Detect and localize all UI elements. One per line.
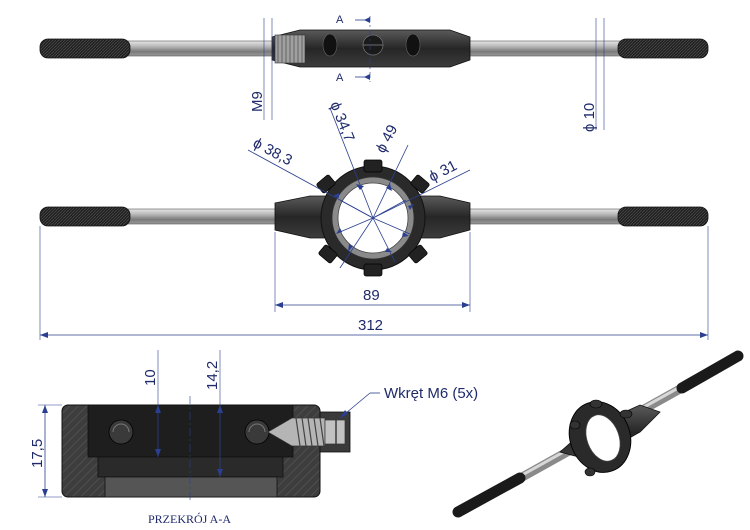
iso-right-grip	[676, 350, 744, 394]
iso-screw-3	[569, 420, 581, 430]
section-caption: PRZEKRÓJ A-A	[148, 512, 231, 526]
dim-overall-length: 312	[358, 317, 383, 334]
front-lug-top	[363, 159, 383, 173]
dim-d1: ϕ 38,3	[250, 135, 295, 170]
isometric-view	[452, 350, 744, 518]
screw-label: Wkręt M6 (5x)	[384, 385, 478, 402]
front-lug-bottom	[363, 263, 383, 277]
iso-ring-inner	[585, 414, 621, 462]
front-arrow-marks	[333, 184, 414, 252]
front-view: ϕ 38,3 ϕ 34,7 ϕ 49 ϕ 31 89 312	[39, 99, 709, 340]
top-thread-lines	[277, 35, 303, 63]
iso-screw-2	[619, 409, 633, 419]
dim-thread: M9	[249, 91, 266, 112]
top-right-grip	[617, 38, 709, 59]
top-view: A A M9 ϕ 10	[39, 14, 709, 132]
iso-screw-1	[589, 399, 603, 409]
iso-left-grip	[452, 472, 526, 518]
dim-inner-height: 10	[142, 369, 159, 386]
section-bore-lower	[97, 456, 284, 478]
dim-body-width: 89	[363, 287, 380, 304]
dim-d2: ϕ 34,7	[326, 99, 357, 144]
dim-d3: ϕ 49	[373, 122, 402, 156]
dim-total-height: 17,5	[29, 439, 46, 468]
top-hole-left	[322, 33, 338, 57]
front-lug-right-bottom	[408, 244, 428, 264]
iso-screw-4	[584, 467, 596, 477]
front-lug-left-bottom	[318, 244, 338, 264]
top-left-grip	[39, 38, 131, 59]
dim-rod: ϕ 10	[581, 103, 598, 132]
section-bore-bottom	[104, 476, 278, 498]
dim-mid-height: 14,2	[204, 361, 221, 390]
section-view: 10 14,2 17,5 Wkręt M6 (5x) PRZEKRÓJ A-A	[29, 350, 478, 526]
section-label-bottom: A	[336, 72, 344, 84]
front-left-grip	[39, 206, 131, 227]
front-diameter-leaders	[247, 107, 471, 269]
top-hole-right	[405, 33, 421, 57]
front-lug-right-top	[410, 174, 430, 194]
section-screw	[267, 417, 346, 447]
front-right-grip	[617, 206, 709, 227]
section-label-top: A	[336, 14, 344, 26]
dim-d4: ϕ 31	[426, 157, 460, 185]
